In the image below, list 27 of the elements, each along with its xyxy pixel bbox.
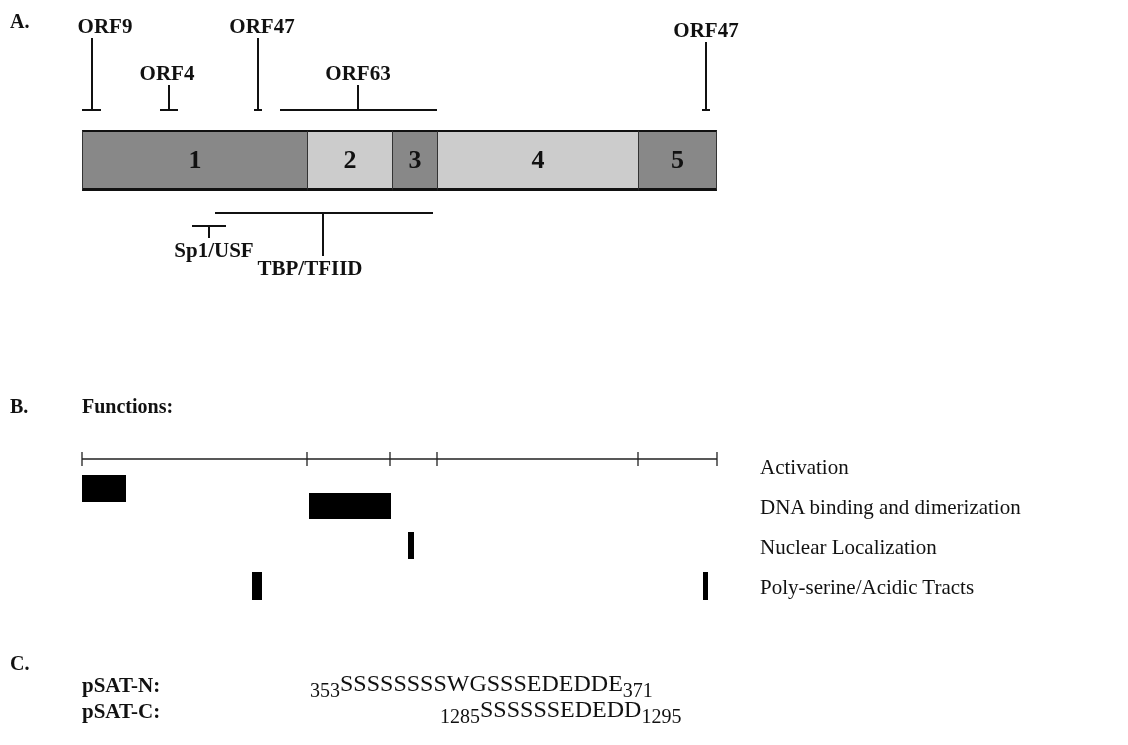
domain-segment: 2 [307, 130, 393, 191]
leader-line [191, 225, 227, 239]
section-label: C. [10, 652, 30, 674]
function-label: Poly-serine/Acidic Tracts [760, 576, 975, 600]
function-label: Activation [760, 456, 849, 480]
domain-segment: 4 [437, 130, 639, 191]
domain-segment: 1 [82, 130, 308, 191]
leader-line [214, 212, 434, 257]
leader-line [253, 37, 263, 111]
region-label: ORF4 [132, 61, 202, 85]
leader-line [159, 84, 179, 111]
sequence-name: pSAT-N: [82, 674, 161, 698]
sequence-name: pSAT-C: [82, 700, 161, 724]
region-label: ORF47 [223, 14, 301, 38]
region-label: ORF63 [318, 61, 398, 85]
region-label: ORF47 [667, 18, 745, 42]
section-label: B. [10, 395, 29, 417]
leader-line [701, 41, 711, 111]
domain-segment: 5 [638, 130, 717, 191]
domain-segment: 3 [392, 130, 438, 191]
leader-line [279, 84, 438, 111]
section-heading: Functions: [82, 395, 174, 417]
region-label: ORF9 [72, 14, 138, 38]
function-label: Nuclear Localization [760, 536, 937, 560]
function-label: DNA binding and dimerization [760, 496, 1021, 520]
leader-line [81, 37, 102, 111]
section-label: A. [10, 10, 30, 32]
